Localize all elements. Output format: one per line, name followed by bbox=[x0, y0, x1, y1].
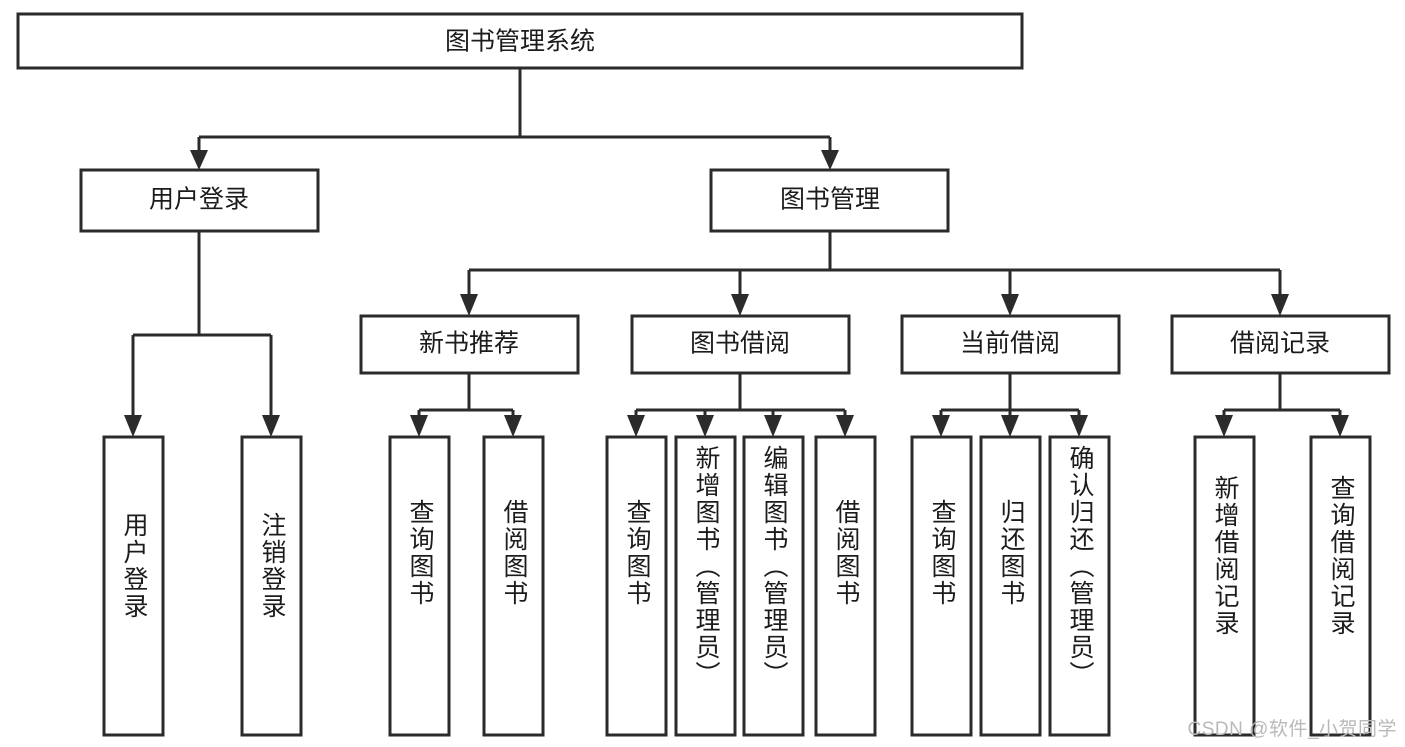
arrow-head-nb-leaf-1 bbox=[410, 415, 428, 437]
node-borrow-record-box[interactable] bbox=[1170, 314, 1391, 375]
node-current-borrow-box[interactable] bbox=[900, 314, 1121, 375]
node-new-book-recommend-box[interactable] bbox=[359, 314, 580, 375]
leaf-box-bb-borrow-book[interactable] bbox=[814, 435, 877, 737]
arrow-head-cb-leaf-3 bbox=[1070, 415, 1088, 437]
leaf-box-layer bbox=[102, 435, 1372, 737]
node-book-management[interactable]: 图书管理 bbox=[709, 168, 950, 233]
leaf-box-bb-edit-book[interactable] bbox=[742, 435, 805, 737]
arrow-head-nb-leaf-2 bbox=[504, 415, 522, 437]
connector-layer bbox=[124, 68, 1349, 437]
leaf-box-user-login[interactable] bbox=[102, 435, 165, 737]
arrow-head-new-book bbox=[460, 294, 478, 316]
node-user-login[interactable]: 用户登录 bbox=[79, 168, 320, 233]
arrow-head-bb-leaf-2 bbox=[696, 415, 714, 437]
arrow-head-user-login bbox=[190, 150, 208, 170]
node-borrow-record-label: 借阅记录 bbox=[1230, 330, 1330, 358]
arrow-head-br-leaf-2 bbox=[1331, 415, 1349, 437]
arrow-head-book-borrow bbox=[731, 294, 749, 316]
leaf-box-cb-confirm-return[interactable] bbox=[1048, 435, 1111, 737]
node-current-borrow-label: 当前借阅 bbox=[960, 330, 1060, 358]
node-root[interactable]: 图书管理系统 bbox=[16, 12, 1024, 70]
node-borrow-record[interactable]: 借阅记录 bbox=[1170, 314, 1391, 375]
node-root-label: 图书管理系统 bbox=[445, 28, 595, 56]
node-user-login-box[interactable] bbox=[79, 168, 320, 233]
leaf-box-cb-return-book[interactable] bbox=[979, 435, 1042, 737]
leaf-box-cb-query-book[interactable] bbox=[910, 435, 973, 737]
leaf-box-br-add-record[interactable] bbox=[1193, 435, 1256, 737]
leaf-box-nb-borrow-book[interactable] bbox=[482, 435, 545, 737]
arrow-head-bb-leaf-3 bbox=[764, 415, 782, 437]
node-book-borrow-box[interactable] bbox=[630, 314, 851, 375]
node-new-book-recommend[interactable]: 新书推荐 bbox=[359, 314, 580, 375]
arrow-head-leaf-logout bbox=[262, 415, 280, 437]
node-user-login-label: 用户登录 bbox=[149, 186, 249, 214]
watermark: CSDN @软件_小贺同学 bbox=[1187, 719, 1397, 740]
node-book-management-box[interactable] bbox=[709, 168, 950, 233]
node-book-management-label: 图书管理 bbox=[780, 186, 880, 214]
arrow-head-borrow-record bbox=[1271, 294, 1289, 316]
arrow-head-bb-leaf-1 bbox=[627, 415, 645, 437]
node-new-book-recommend-label: 新书推荐 bbox=[419, 330, 519, 358]
leaf-box-br-query-record[interactable] bbox=[1309, 435, 1372, 737]
arrow-head-cb-leaf-1 bbox=[932, 415, 950, 437]
node-current-borrow[interactable]: 当前借阅 bbox=[900, 314, 1121, 375]
arrow-head-book-mgmt bbox=[821, 150, 839, 170]
leaf-box-nb-query-book[interactable] bbox=[388, 435, 451, 737]
arrow-head-current-borrow bbox=[1001, 294, 1019, 316]
node-root-box[interactable] bbox=[16, 12, 1024, 70]
leaf-box-bb-query-book[interactable] bbox=[605, 435, 668, 737]
arrow-head-cb-leaf-2 bbox=[1001, 415, 1019, 437]
arrow-head-leaf-user-login bbox=[124, 415, 142, 437]
node-book-borrow-label: 图书借阅 bbox=[690, 330, 790, 358]
leaf-box-logout[interactable] bbox=[240, 435, 303, 737]
node-book-borrow[interactable]: 图书借阅 bbox=[630, 314, 851, 375]
arrow-head-br-leaf-1 bbox=[1215, 415, 1233, 437]
leaf-box-bb-add-book[interactable] bbox=[674, 435, 737, 737]
arrow-head-bb-leaf-4 bbox=[836, 415, 854, 437]
